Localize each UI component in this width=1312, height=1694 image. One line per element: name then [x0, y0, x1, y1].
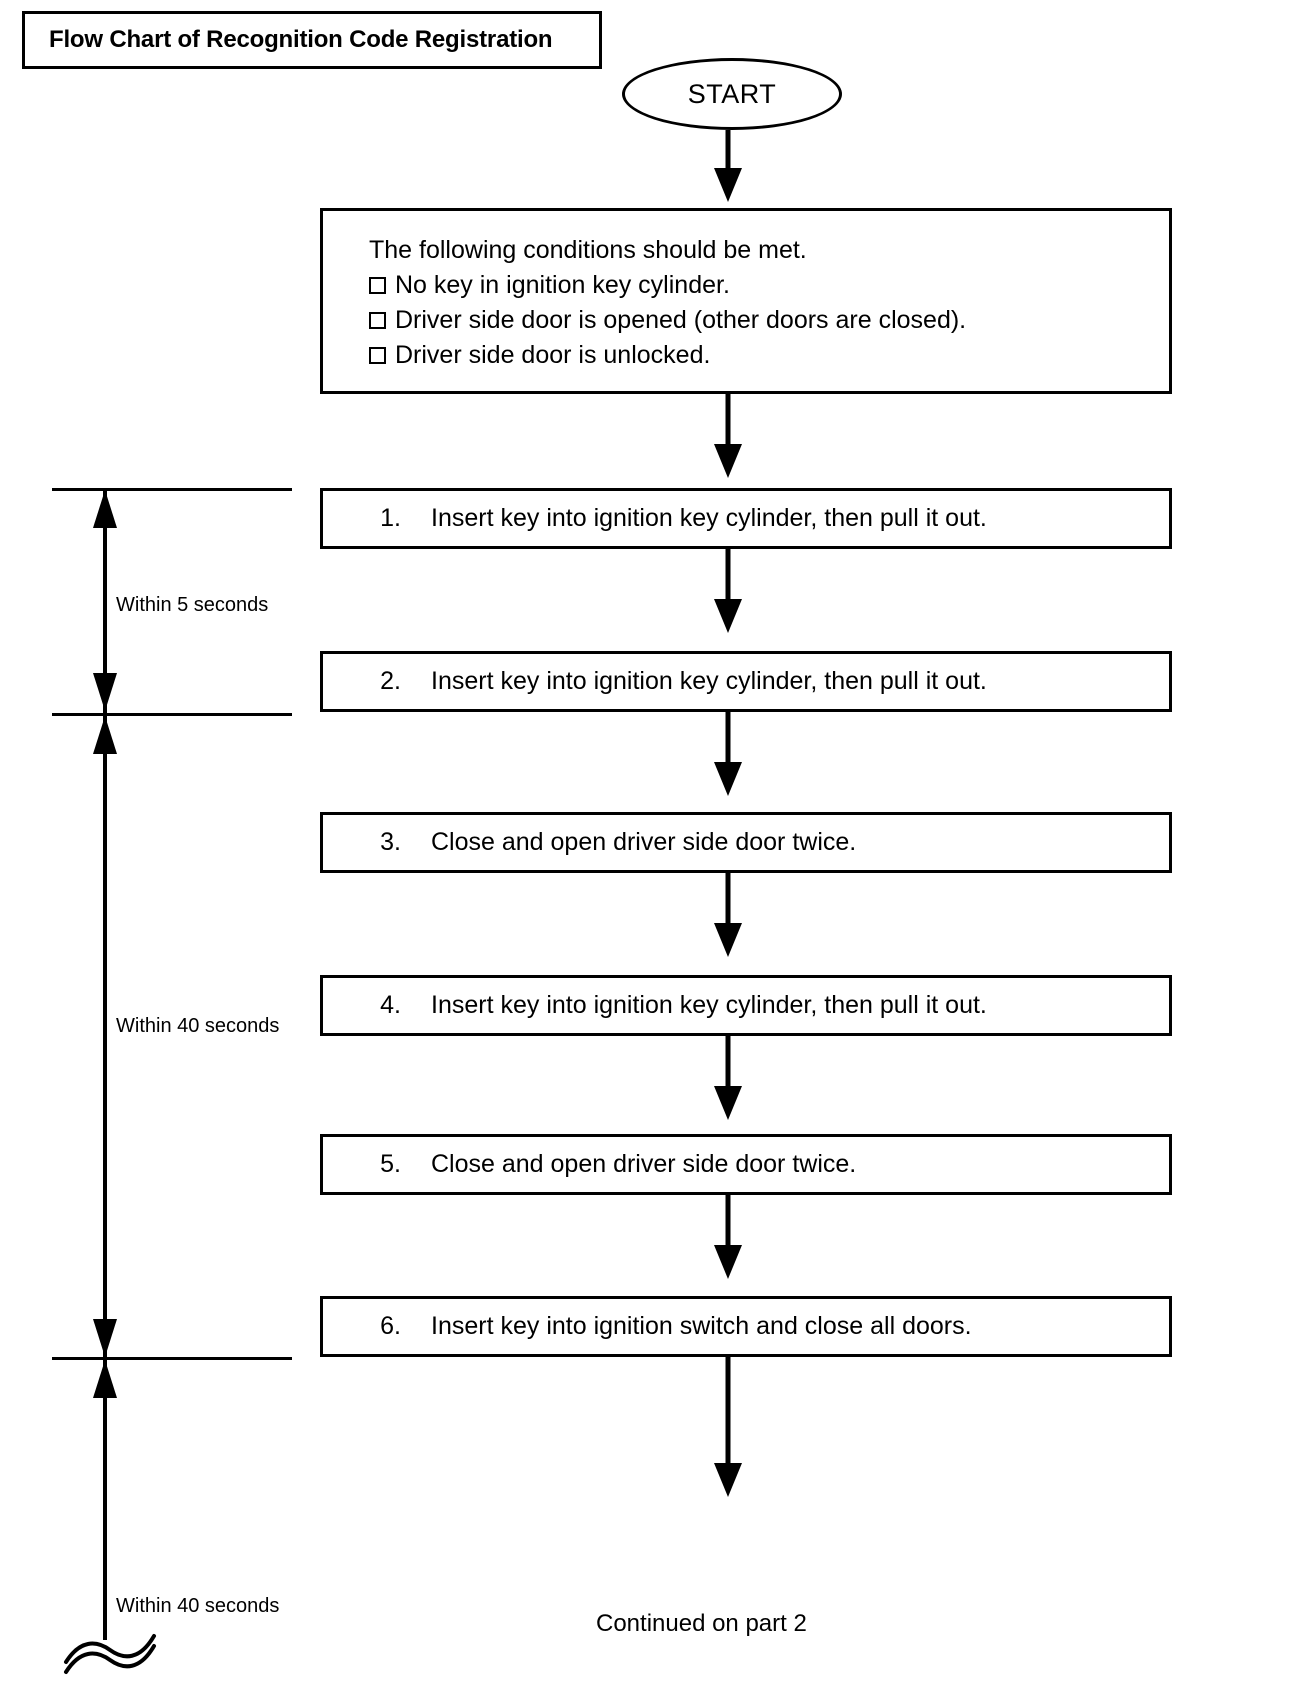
arrowhead-step-5-to-6 [714, 1245, 742, 1279]
timing-label-40s-1: Within 40 seconds [116, 1015, 280, 1037]
step-text-3: Close and open driver side door twice. [431, 828, 857, 856]
timing-arrow-down-40s-1 [93, 1319, 117, 1357]
timing-tick-mid-2 [52, 1357, 292, 1360]
timing-label-5s: Within 5 seconds [116, 594, 269, 616]
arrowhead-step-4-to-5 [714, 1086, 742, 1120]
timing-line-5s [103, 490, 107, 713]
connector-step-5-to-6 [725, 1195, 731, 1261]
step-text-6: Insert key into ignition switch and clos… [431, 1312, 972, 1340]
connector-step-1-to-2 [725, 549, 731, 611]
condition-item-2: Driver side door is opened (other doors … [369, 303, 1169, 338]
checkbox-icon [369, 277, 386, 294]
condition-item-3: Driver side door is unlocked. [369, 338, 1169, 373]
checkbox-icon [369, 312, 386, 329]
start-node-label: START [687, 78, 777, 109]
step-text-4: Insert key into ignition key cylinder, t… [431, 991, 987, 1019]
step-number-2: 2. [380, 667, 401, 695]
condition-item-3-label: Driver side door is unlocked. [395, 341, 711, 369]
arrowhead-step-2-to-3 [714, 762, 742, 796]
checkbox-icon [369, 347, 386, 364]
chart-title-box: Flow Chart of Recognition Code Registrat… [22, 11, 602, 69]
step-text-5: Close and open driver side door twice. [431, 1150, 857, 1178]
timing-tick-mid-1 [52, 713, 292, 716]
step-number-4: 4. [380, 991, 401, 1019]
timing-tick-top [52, 488, 292, 491]
connector-step-2-to-3 [725, 712, 731, 778]
page-title: Flow Chart of Recognition Code Registrat… [49, 26, 553, 53]
arrowhead-conditions-to-step-1 [714, 444, 742, 478]
condition-item-2-label: Driver side door is opened (other doors … [395, 306, 967, 334]
timing-line-40s-2 [103, 1360, 107, 1640]
step-box-6: 6. Insert key into ignition switch and c… [320, 1296, 1172, 1357]
start-node: START [622, 58, 842, 130]
arrowhead-step-3-to-4 [714, 923, 742, 957]
connector-start-to-conditions [725, 130, 731, 176]
step-number-3: 3. [380, 828, 401, 856]
connector-step-6-to-continued [725, 1357, 731, 1479]
timing-line-40s-1 [103, 716, 107, 1357]
step-box-1: 1. Insert key into ignition key cylinder… [320, 488, 1172, 549]
step-box-3: 3. Close and open driver side door twice… [320, 812, 1172, 873]
step-box-2: 2. Insert key into ignition key cylinder… [320, 651, 1172, 712]
connector-step-3-to-4 [725, 873, 731, 939]
timing-arrow-down-5s [93, 673, 117, 711]
step-text-2: Insert key into ignition key cylinder, t… [431, 667, 987, 695]
step-box-5: 5. Close and open driver side door twice… [320, 1134, 1172, 1195]
arrowhead-start-to-conditions [714, 168, 742, 202]
conditions-heading: The following conditions should be met. [369, 236, 807, 264]
break-wave-icon [64, 1634, 156, 1674]
step-text-1: Insert key into ignition key cylinder, t… [431, 504, 987, 532]
arrowhead-step-6-to-continued [714, 1463, 742, 1497]
step-number-1: 1. [380, 504, 401, 532]
conditions-box: The following conditions should be met. … [320, 208, 1172, 394]
connector-conditions-to-step-1 [725, 394, 731, 456]
step-number-6: 6. [380, 1312, 401, 1340]
step-box-4: 4. Insert key into ignition key cylinder… [320, 975, 1172, 1036]
continued-label: Continued on part 2 [596, 1610, 807, 1637]
step-number-5: 5. [380, 1150, 401, 1178]
arrowhead-step-1-to-2 [714, 599, 742, 633]
condition-item-1-label: No key in ignition key cylinder. [395, 271, 730, 299]
timing-label-40s-2: Within 40 seconds [116, 1595, 280, 1617]
condition-item-1: No key in ignition key cylinder. [369, 268, 1169, 303]
connector-step-4-to-5 [725, 1036, 731, 1102]
